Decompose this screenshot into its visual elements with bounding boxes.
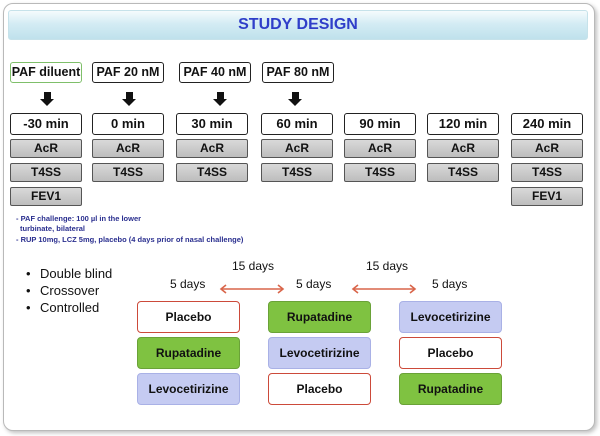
timepoint-4: 90 min (344, 113, 416, 135)
t4ss-cell: T4SS (10, 163, 82, 182)
timepoint-5: 120 min (427, 113, 499, 135)
t4ss-cell: T4SS (427, 163, 499, 182)
acr-cell: AcR (176, 139, 248, 158)
note-paf-challenge: - PAF challenge: 100 µl in the lower (16, 214, 142, 223)
timepoint-2: 30 min (176, 113, 248, 135)
acr-cell: AcR (427, 139, 499, 158)
t4ss-cell: T4SS (511, 163, 583, 182)
t4ss-cell: T4SS (92, 163, 164, 182)
washout-arrow-icon (219, 284, 285, 294)
challenge-paf-80: PAF 80 nM (262, 62, 334, 83)
timepoint-0: -30 min (10, 113, 82, 135)
washout-days-2: 15 days (366, 259, 409, 273)
fev1-cell: FEV1 (10, 187, 82, 206)
treatment-box-levocetirizine: Levocetirizine (268, 337, 371, 369)
design-item: Double blind (40, 266, 113, 281)
period-days-2: 5 days (296, 277, 332, 291)
bullet-icon: • (26, 300, 31, 315)
treatment-box-levocetirizine: Levocetirizine (399, 301, 502, 333)
treatment-box-placebo: Placebo (137, 301, 240, 333)
acr-cell: AcR (261, 139, 333, 158)
acr-cell: AcR (10, 139, 82, 158)
t4ss-cell: T4SS (261, 163, 333, 182)
period-days-1: 5 days (170, 277, 206, 291)
timepoint-3: 60 min (261, 113, 333, 135)
treatment-box-rupatadine: Rupatadine (268, 301, 371, 333)
design-list: • Double blind • Crossover • Controlled (26, 265, 112, 316)
note-paf-challenge-cont: turbinate, bilateral (20, 224, 86, 233)
acr-cell: AcR (92, 139, 164, 158)
treatment-box-placebo: Placebo (399, 337, 502, 369)
design-item: Controlled (40, 300, 100, 315)
timepoint-6: 240 min (511, 113, 583, 135)
washout-arrow-icon (351, 284, 417, 294)
treatment-box-levocetirizine: Levocetirizine (137, 373, 240, 405)
list-item: • Crossover (26, 282, 112, 299)
note-treatments: - RUP 10mg, LCZ 5mg, placebo (4 days pri… (16, 235, 244, 244)
acr-cell: AcR (511, 139, 583, 158)
treatment-box-rupatadine: Rupatadine (399, 373, 502, 405)
design-item: Crossover (40, 283, 100, 298)
period-days-3: 5 days (432, 277, 468, 291)
treatment-box-rupatadine: Rupatadine (137, 337, 240, 369)
t4ss-cell: T4SS (176, 163, 248, 182)
acr-cell: AcR (344, 139, 416, 158)
washout-days-1: 15 days (232, 259, 275, 273)
bullet-icon: • (26, 266, 31, 281)
challenge-paf-diluent: PAF diluent (10, 62, 82, 83)
timepoint-1: 0 min (92, 113, 164, 135)
list-item: • Double blind (26, 265, 112, 282)
t4ss-cell: T4SS (344, 163, 416, 182)
bullet-icon: • (26, 283, 31, 298)
list-item: • Controlled (26, 299, 112, 316)
treatment-box-placebo: Placebo (268, 373, 371, 405)
challenge-paf-40: PAF 40 nM (179, 62, 251, 83)
challenge-paf-20: PAF 20 nM (92, 62, 164, 83)
fev1-cell: FEV1 (511, 187, 583, 206)
page-title: STUDY DESIGN (8, 10, 588, 40)
